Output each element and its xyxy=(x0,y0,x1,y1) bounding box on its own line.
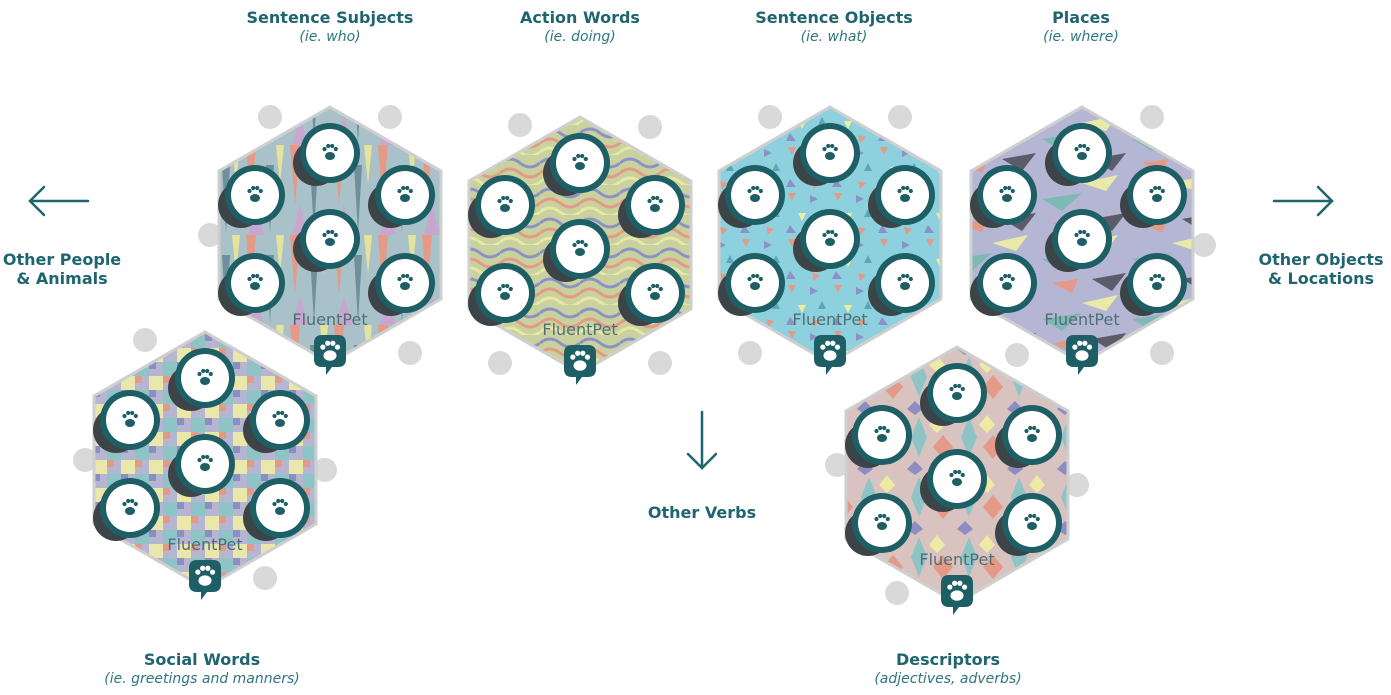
category-subtitle: (ie. who) xyxy=(299,29,361,45)
puzzle-tabs xyxy=(488,113,672,375)
puzzle-tabs xyxy=(1140,105,1216,365)
button-cluster-places: FluentPet xyxy=(970,123,1187,375)
button-cluster-objects: FluentPet xyxy=(718,123,935,375)
category-subtitle: (ie. what) xyxy=(800,29,868,45)
label-places: Places (ie. where) xyxy=(963,8,1199,47)
category-title: Action Words xyxy=(520,8,640,27)
puzzle-tabs xyxy=(738,105,912,365)
category-title: Social Words xyxy=(143,650,261,669)
category-subtitle: (adjectives, adverbs) xyxy=(874,671,1022,687)
tile-social xyxy=(73,328,337,590)
arrow-left-icon xyxy=(28,185,90,217)
button-cluster-subjects: FluentPet xyxy=(218,123,435,375)
label-sentence-subjects: Sentence Subjects (ie. who) xyxy=(212,8,448,47)
brand-wordmark: FluentPet xyxy=(792,310,867,329)
label-social-words: Social Words (ie. greetings and manners) xyxy=(62,650,342,689)
brand-wordmark: FluentPet xyxy=(919,550,994,569)
tile-subjects xyxy=(198,105,443,365)
arrow-down-icon xyxy=(686,410,718,470)
brand-wordmark: FluentPet xyxy=(292,310,367,329)
direction-line1: Other Objects xyxy=(1258,250,1384,269)
paw-speech-icon xyxy=(1066,335,1098,375)
puzzle-tabs xyxy=(198,105,422,365)
tile-actions xyxy=(467,113,693,375)
category-title: Sentence Subjects xyxy=(246,8,414,27)
direction-line2: & Locations xyxy=(1267,269,1375,288)
label-other-people-animals: Other People & Animals xyxy=(0,250,124,288)
label-sentence-objects: Sentence Objects (ie. what) xyxy=(716,8,952,47)
puzzle-tabs xyxy=(825,343,1089,605)
button-cluster-social: FluentPet xyxy=(93,348,310,600)
button-cluster-descriptors: FluentPet xyxy=(845,363,1062,615)
category-subtitle: (ie. doing) xyxy=(544,29,616,45)
label-descriptors: Descriptors (adjectives, adverbs) xyxy=(820,650,1076,689)
tile-places xyxy=(969,105,1216,365)
paw-speech-icon xyxy=(814,335,846,375)
category-subtitle: (ie. where) xyxy=(1043,29,1119,45)
label-action-words: Action Words (ie. doing) xyxy=(462,8,698,47)
paw-speech-icon xyxy=(314,335,346,375)
button-cluster-actions: FluentPet xyxy=(468,133,685,385)
category-title: Descriptors xyxy=(895,650,1001,669)
tile-objects xyxy=(717,105,943,365)
category-subtitle: (ie. greetings and manners) xyxy=(104,671,300,687)
category-title: Sentence Objects xyxy=(755,8,913,27)
brand-wordmark: FluentPet xyxy=(542,320,617,339)
brand-wordmark: FluentPet xyxy=(167,535,242,554)
direction-line1: Other People xyxy=(2,250,122,269)
category-title: Places xyxy=(1052,8,1110,27)
tile-descriptors xyxy=(825,343,1089,605)
paw-speech-icon xyxy=(564,345,596,385)
label-other-objects-locations: Other Objects & Locations xyxy=(1251,250,1391,288)
paw-speech-icon xyxy=(941,575,973,615)
direction-line2: & Animals xyxy=(16,269,108,288)
paw-speech-icon xyxy=(189,560,221,600)
brand-wordmark: FluentPet xyxy=(1044,310,1119,329)
label-other-verbs: Other Verbs xyxy=(622,503,782,522)
puzzle-tabs xyxy=(73,328,337,590)
direction-label: Other Verbs xyxy=(647,503,757,522)
arrow-right-icon xyxy=(1272,185,1334,217)
